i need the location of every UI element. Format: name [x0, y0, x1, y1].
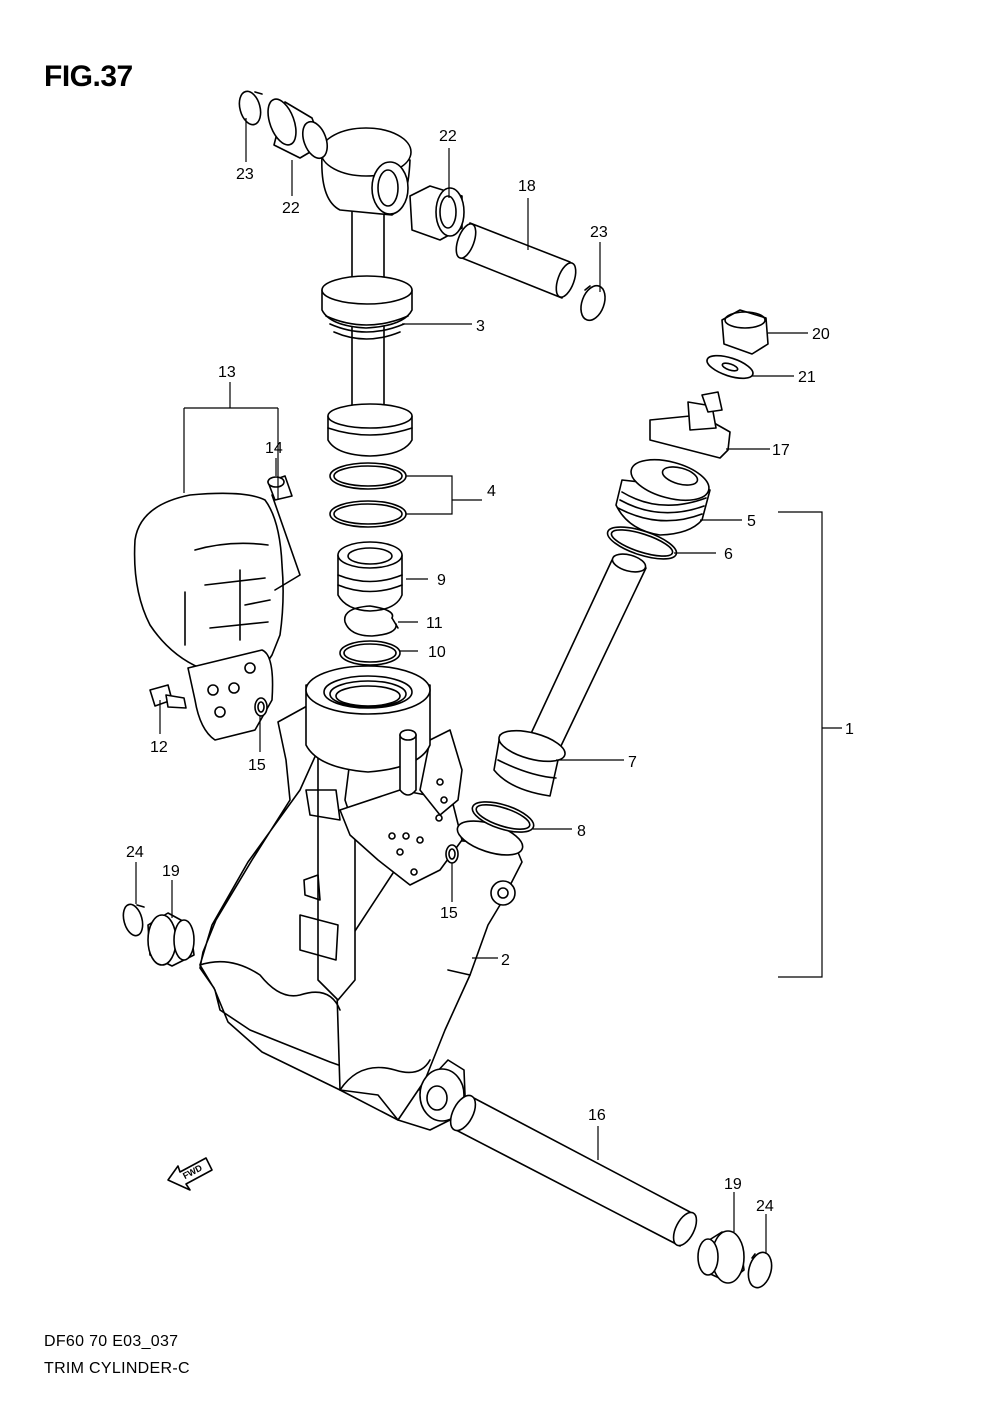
callout-5: 5 [747, 513, 756, 530]
callout-22-right: 22 [439, 128, 457, 145]
part-22-bushing-upper-right[interactable] [409, 185, 465, 241]
leader-lines [135, 118, 842, 1254]
callout-10: 10 [428, 644, 446, 661]
callout-18: 18 [518, 178, 536, 195]
callout-15-upper: 15 [248, 757, 266, 774]
part-11-snap-ring[interactable] [343, 605, 399, 637]
callout-labels: 1 2 3 4 5 6 7 8 9 10 11 12 13 14 15 15 1… [126, 128, 854, 1215]
callout-24-right: 24 [756, 1198, 774, 1215]
part-14-fitting[interactable] [267, 475, 301, 591]
part-9-piston[interactable] [337, 541, 403, 612]
callout-23-right: 23 [590, 224, 608, 241]
callout-2: 2 [501, 952, 510, 969]
callout-9: 9 [437, 572, 446, 589]
callout-6: 6 [724, 546, 733, 563]
part-19-bushing-lower-right[interactable] [697, 1230, 745, 1284]
callout-13: 13 [218, 364, 236, 381]
callout-7: 7 [628, 754, 637, 771]
part-12-bolt[interactable] [149, 684, 187, 709]
callout-22-left: 22 [282, 200, 300, 217]
part-2-cylinder-body[interactable] [199, 665, 527, 1131]
part-19-bushing-lower-left[interactable] [147, 912, 195, 967]
part-21-washer[interactable] [704, 351, 755, 383]
callout-14: 14 [265, 440, 283, 457]
callout-15-lower: 15 [440, 905, 458, 922]
part-17-fitting[interactable] [649, 391, 731, 459]
part-23-circlip-upper-right[interactable] [577, 282, 610, 323]
part-16-pin[interactable] [445, 1092, 701, 1250]
part-18-pin[interactable] [452, 221, 579, 299]
callout-23-left: 23 [236, 166, 254, 183]
callout-3: 3 [476, 318, 485, 335]
part-15-seal-lower[interactable] [445, 844, 459, 864]
callout-19-right: 19 [724, 1176, 742, 1193]
part-23-circlip-upper-left[interactable] [236, 89, 264, 127]
part-7-tilt-rod[interactable] [493, 551, 647, 797]
part-20-nut[interactable] [721, 309, 769, 355]
part-10-o-ring[interactable] [339, 640, 401, 666]
callout-17: 17 [772, 442, 790, 459]
callout-1: 1 [845, 721, 854, 738]
part-8-o-ring[interactable] [469, 796, 537, 839]
callout-24-left: 24 [126, 844, 144, 861]
callout-12: 12 [150, 739, 168, 756]
callout-20: 20 [812, 326, 830, 343]
part-13-cover[interactable] [133, 492, 284, 741]
part-24-circlip-lower-right[interactable] [745, 1250, 776, 1290]
callout-11: 11 [426, 615, 443, 632]
callout-19-left: 19 [162, 863, 180, 880]
part-3-piston-rod[interactable] [320, 127, 413, 457]
part-22-bushing-upper-left[interactable] [263, 95, 332, 161]
model-code: DF60 70 E03_037 [44, 1333, 179, 1350]
callout-16: 16 [588, 1107, 606, 1124]
part-6-o-ring[interactable] [604, 520, 680, 565]
figure-title: FIG.37 [44, 60, 133, 93]
callout-4: 4 [487, 483, 496, 500]
part-5-plug[interactable] [615, 452, 713, 536]
callout-8: 8 [577, 823, 586, 840]
part-24-circlip-lower-left[interactable] [120, 902, 146, 938]
fwd-arrow-icon: FWD [167, 1157, 213, 1191]
part-4-o-rings[interactable] [329, 462, 407, 528]
callout-21: 21 [798, 369, 816, 386]
figure-caption: TRIM CYLINDER-C [44, 1360, 190, 1377]
part-15-seal-upper[interactable] [254, 697, 268, 717]
